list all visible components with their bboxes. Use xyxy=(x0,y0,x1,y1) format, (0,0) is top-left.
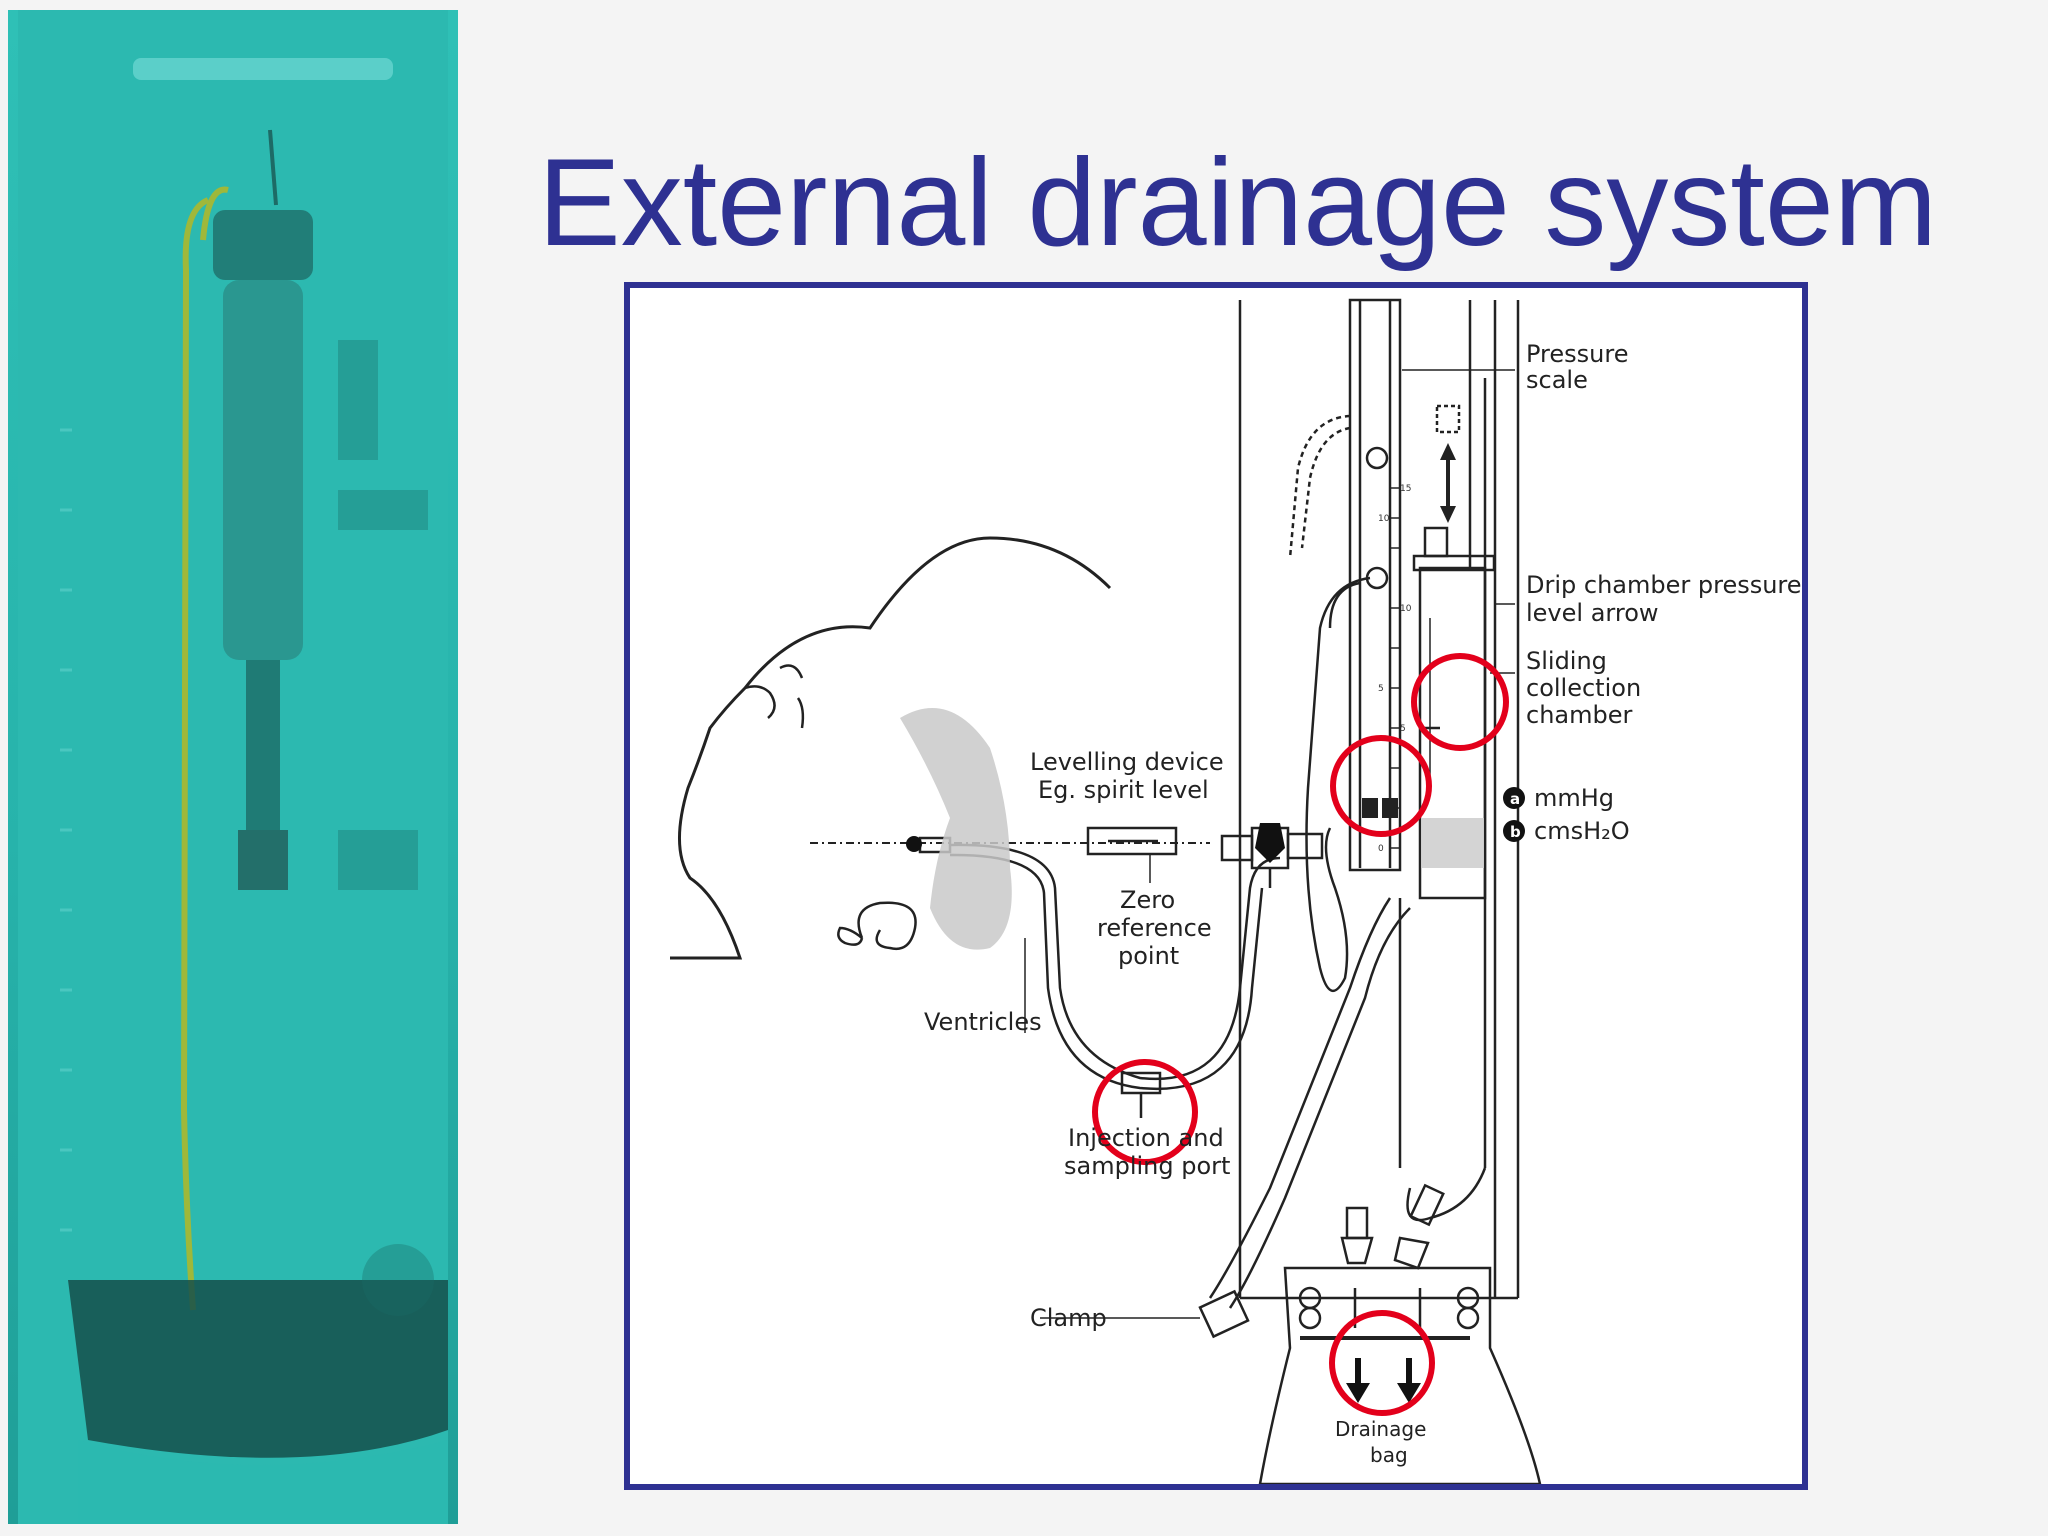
head-outline xyxy=(670,536,1112,960)
label-mmhg: mmHg xyxy=(1534,784,1614,812)
drainage-diagram: 15 10 10 5 5 0 Pressure scale Drip chamb… xyxy=(624,282,1808,1490)
label-drainage-2: bag xyxy=(1370,1443,1408,1467)
mmhg-marker-letter: a xyxy=(1510,790,1520,808)
scale-tick-label: 10 xyxy=(1378,514,1390,524)
ventricles-shape xyxy=(900,708,1012,950)
scale-tick-label: 15 xyxy=(1400,484,1411,494)
label-injection-1: Injection and xyxy=(1068,1124,1224,1152)
highlight-circle-drainage-bag xyxy=(1329,1310,1435,1416)
pressure-scale-column xyxy=(1348,298,1402,872)
highlight-circle-scale xyxy=(1330,735,1432,837)
drainage-bag-illustration xyxy=(18,10,448,1524)
ear-outline xyxy=(857,901,917,951)
label-clamp: Clamp xyxy=(1030,1304,1107,1332)
label-sliding-3: chamber xyxy=(1526,701,1632,729)
label-zero-2: reference xyxy=(1097,914,1212,942)
label-drip-2: level arrow xyxy=(1526,599,1659,627)
highlight-circle-injection-port xyxy=(1092,1059,1198,1165)
label-sliding-1: Sliding xyxy=(1526,647,1607,675)
scale-tick-label: 10 xyxy=(1400,604,1412,614)
label-pressure-scale-1: Pressure xyxy=(1526,340,1628,368)
label-levelling-2: Eg. spirit level xyxy=(1038,776,1209,804)
scale-tick-label: 5 xyxy=(1378,684,1384,694)
mmhg-marker-icon xyxy=(1503,787,1525,809)
slide-title: External drainage system xyxy=(538,134,1938,272)
cmsh2o-marker-icon xyxy=(1503,820,1525,842)
label-drainage-1: Drainage xyxy=(1335,1417,1426,1441)
drainage-bag-outline xyxy=(1258,1266,1542,1484)
cmsh2o-marker-letter: b xyxy=(1510,823,1521,841)
label-drip-1: Drip chamber pressure xyxy=(1526,571,1802,599)
label-zero-3: point xyxy=(1118,942,1179,970)
drainage-bag-photo xyxy=(8,10,458,1524)
highlight-circle-sliding-chamber xyxy=(1411,653,1509,751)
label-zero-1: Zero xyxy=(1120,886,1175,914)
scale-tick-label: 5 xyxy=(1400,724,1406,734)
label-pressure-scale-2: scale xyxy=(1526,366,1588,394)
scale-tick-label: 0 xyxy=(1378,844,1384,854)
label-levelling-1: Levelling device xyxy=(1030,748,1224,776)
label-cmsh2o: cmsH₂O xyxy=(1534,817,1630,845)
drainage-diagram-svg: 15 10 10 5 5 0 Pressure scale Drip chamb… xyxy=(670,298,1802,1484)
label-sliding-2: collection xyxy=(1526,674,1641,702)
label-ventricles: Ventricles xyxy=(924,1008,1042,1036)
label-injection-2: sampling port xyxy=(1064,1152,1230,1180)
